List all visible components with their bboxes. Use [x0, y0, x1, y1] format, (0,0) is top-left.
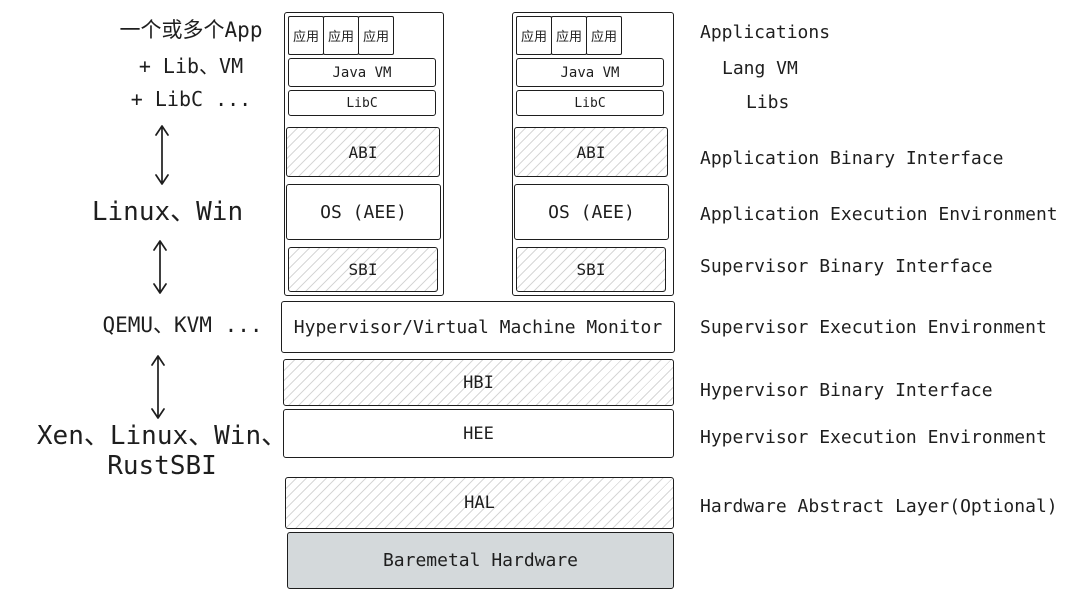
right-label-applications: Applications [700, 22, 831, 43]
label-plus-lib-vm: + Lib、VM [138, 54, 244, 78]
java-vm-box: Java VM [288, 58, 436, 87]
double-arrow-icon [152, 122, 172, 188]
os-aee-box: OS (AEE) [514, 184, 669, 240]
right-label-aee: Application Execution Environment [700, 204, 1058, 225]
double-arrow-icon [148, 352, 168, 422]
app-box: 应用 [551, 16, 587, 55]
right-label-hee: Hypervisor Execution Environment [700, 427, 1047, 448]
hbi-box: HBI [283, 359, 674, 406]
app-box: 应用 [586, 16, 622, 55]
app-box: 应用 [358, 16, 394, 55]
right-label-hbi: Hypervisor Binary Interface [700, 380, 993, 401]
label-linux-win: Linux、Win [91, 197, 244, 227]
app-box: 应用 [516, 16, 552, 55]
label-xen-linux-win-rustsbi: Xen、Linux、Win、RustSBI [36, 421, 288, 481]
libc-box: LibC [288, 90, 436, 116]
right-label-hal: Hardware Abstract Layer(Optional) [700, 496, 1058, 517]
label-plus-libc: + LibC ... [130, 87, 252, 111]
app-row: 应用 应用 应用 [288, 16, 394, 55]
abi-box: ABI [514, 127, 668, 177]
app-box: 应用 [323, 16, 359, 55]
sbi-box: SBI [288, 247, 438, 292]
double-arrow-icon [150, 237, 170, 297]
java-vm-box: Java VM [516, 58, 664, 87]
libc-box: LibC [516, 90, 664, 116]
hypervisor-box: Hypervisor/Virtual Machine Monitor [281, 301, 675, 353]
os-aee-box: OS (AEE) [286, 184, 441, 240]
right-label-lang-vm: Lang VM [722, 58, 798, 79]
right-label-see: Supervisor Execution Environment [700, 317, 1047, 338]
app-stack-1: 应用 应用 应用 Java VM LibC ABI OS (AEE) SBI [284, 12, 444, 296]
right-label-sbi: Supervisor Binary Interface [700, 256, 993, 277]
baremetal-hardware-box: Baremetal Hardware [287, 532, 674, 589]
app-row: 应用 应用 应用 [516, 16, 622, 55]
right-label-libs: Libs [746, 92, 790, 113]
abi-box: ABI [286, 127, 440, 177]
hee-box: HEE [283, 409, 674, 458]
hal-box: HAL [285, 477, 674, 529]
sbi-box: SBI [516, 247, 666, 292]
label-one-or-more-apps: 一个或多个App [119, 18, 263, 42]
label-qemu-kvm: QEMU、KVM ... [102, 313, 263, 337]
app-box: 应用 [288, 16, 324, 55]
app-stack-2: 应用 应用 应用 Java VM LibC ABI OS (AEE) SBI [512, 12, 674, 296]
right-label-abi: Application Binary Interface [700, 148, 1004, 169]
